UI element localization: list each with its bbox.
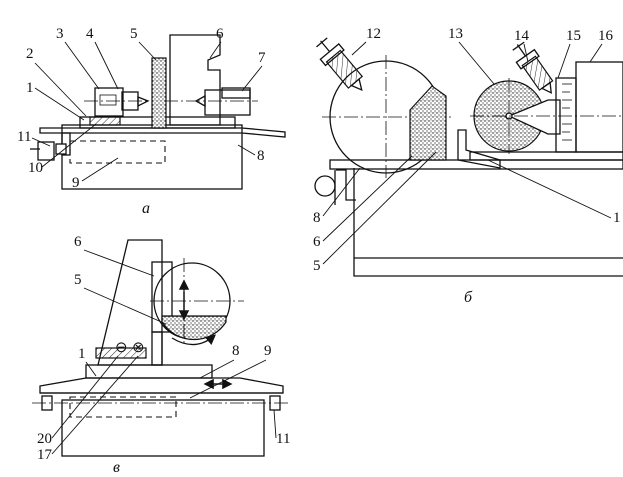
spindle-housing-b (575, 61, 623, 153)
label-a-10: 10 (28, 160, 43, 176)
dashed-slide-a (69, 140, 166, 164)
tailstock-a (204, 89, 251, 116)
grinding-wheel-a (151, 57, 167, 129)
dashed-slide-v (69, 396, 177, 418)
label-v-5: 5 (74, 272, 82, 288)
label-b-6: 6 (313, 234, 321, 250)
base-bed-a (61, 124, 243, 190)
label-a-11: 11 (17, 129, 31, 145)
label-v-1: 1 (78, 346, 86, 362)
bracket-b (457, 129, 501, 169)
base-bed-v (61, 399, 265, 457)
label-a-3: 3 (56, 26, 64, 42)
label-b-14: 14 (514, 28, 530, 44)
hatched-slide-a (89, 116, 121, 126)
label-b-1: 1 (613, 210, 621, 226)
upper-slide-b (469, 151, 623, 161)
caption-a: а (142, 200, 150, 217)
view-a: а 1 2 3 4 5 6 7 8 9 10 11 (17, 26, 286, 217)
column-a (169, 34, 221, 126)
column-v (97, 239, 163, 366)
label-a-8: 8 (257, 148, 265, 164)
label-b-5: 5 (313, 258, 321, 274)
handwheel-a (37, 141, 55, 161)
roller-b (314, 175, 336, 197)
toolholder-14 (512, 41, 554, 94)
wheel-grain-v (161, 315, 227, 341)
rotation-arrow-v (171, 334, 216, 346)
label-a-4: 4 (86, 26, 94, 42)
caption-b: б (464, 289, 473, 306)
cross-circle-icon: ⊗ (132, 340, 145, 356)
wheel-cutout-b (507, 99, 561, 135)
label-b-13: 13 (448, 26, 463, 42)
label-b-12: 12 (366, 26, 381, 42)
wheel-section-b (409, 85, 447, 161)
handwheel-hub-a (55, 143, 67, 155)
table-plate-v (39, 377, 284, 394)
view-b: б 12 13 14 15 16 1 8 6 5 (313, 26, 623, 306)
label-b-16: 16 (598, 28, 614, 44)
label-a-5: 5 (130, 26, 138, 42)
table-slide-b (329, 159, 623, 170)
label-b-15: 15 (566, 28, 581, 44)
label-a-7: 7 (258, 50, 266, 66)
label-a-2: 2 (26, 46, 34, 62)
label-v-8: 8 (232, 343, 240, 359)
caption-v: в (113, 459, 120, 476)
carriage-v (85, 364, 213, 379)
label-a-6: 6 (216, 26, 224, 42)
label-v-17: 17 (37, 447, 53, 463)
hatched-block-v (95, 347, 147, 359)
label-b-8: 8 (313, 210, 321, 226)
label-v-9: 9 (264, 343, 272, 359)
table-plate-a (39, 127, 286, 138)
minus-circle-icon: ⊖ (115, 340, 128, 356)
label-v-20: 20 (37, 431, 52, 447)
label-v-11: 11 (276, 431, 290, 447)
base-bed-b (353, 168, 623, 277)
label-a-1: 1 (26, 80, 34, 96)
label-v-6: 6 (74, 234, 82, 250)
label-a-9: 9 (72, 175, 80, 191)
toolhead-a (94, 87, 124, 117)
view-v: ⊖ ⊗ в 6 5 1 8 9 20 17 11 (32, 234, 290, 476)
toolholder-12 (316, 37, 364, 92)
